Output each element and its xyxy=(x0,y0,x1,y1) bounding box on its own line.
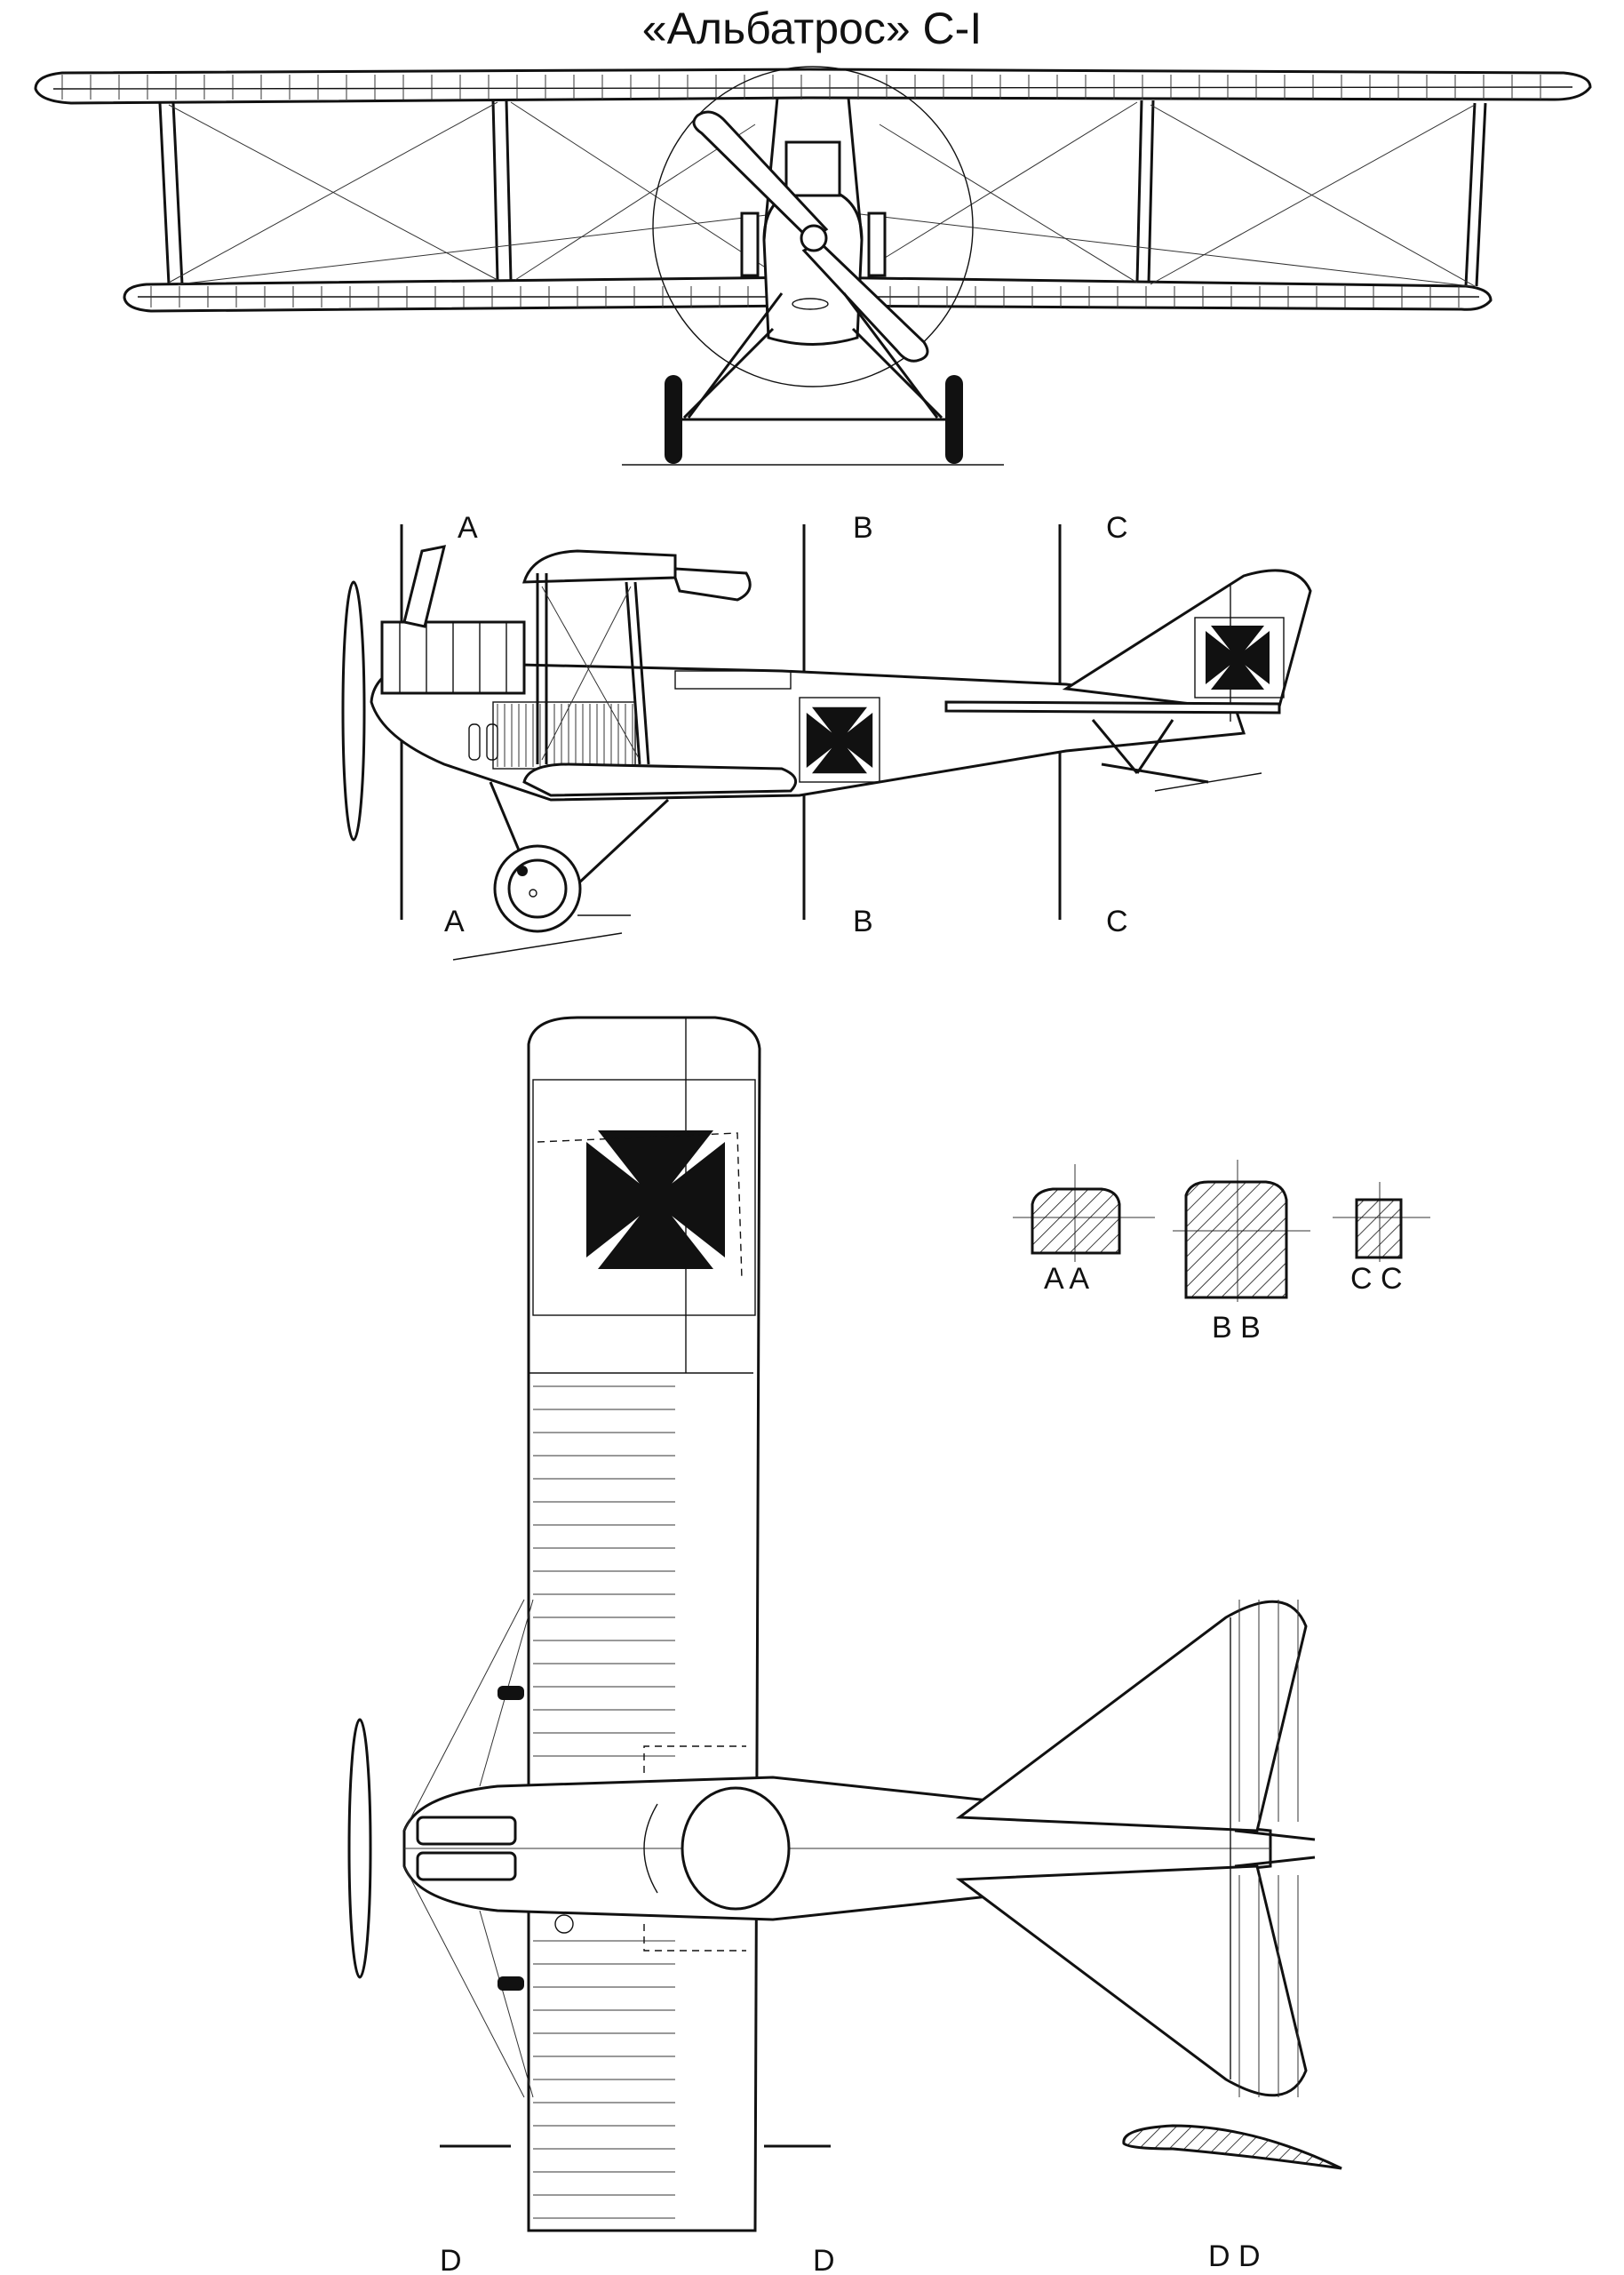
section-label-d-left: D xyxy=(440,2244,462,2275)
cross-sections: A A B B C C D D xyxy=(1013,1160,1430,2273)
section-label-dd: D D xyxy=(1208,2239,1261,2273)
side-view: A B C A B C xyxy=(341,511,1312,961)
section-label-d-right: D xyxy=(813,2244,835,2275)
section-label-c-top: C xyxy=(1106,511,1128,545)
section-aa-shape xyxy=(1031,1187,1121,1255)
section-dd-airfoil xyxy=(1122,2124,1342,2170)
front-upper-wing xyxy=(34,68,1592,105)
section-label-aa: A A xyxy=(1044,1262,1089,1296)
section-label-cc: C C xyxy=(1350,1262,1403,1296)
section-label-c-bottom: C xyxy=(1106,905,1128,938)
drawing-title: «Альбатрос» С-I xyxy=(641,4,983,53)
section-label-a-bottom: A xyxy=(444,905,465,938)
section-bb-shape xyxy=(1184,1180,1288,1299)
section-cc-shape xyxy=(1355,1198,1403,1259)
front-view xyxy=(34,66,1592,466)
section-label-b-bottom: B xyxy=(853,905,873,938)
section-label-bb: B B xyxy=(1212,1311,1261,1345)
section-label-a-top: A xyxy=(458,511,478,545)
top-wing xyxy=(527,1016,761,2232)
section-label-b-top: B xyxy=(853,511,873,545)
top-view: D D xyxy=(347,1016,1316,2275)
